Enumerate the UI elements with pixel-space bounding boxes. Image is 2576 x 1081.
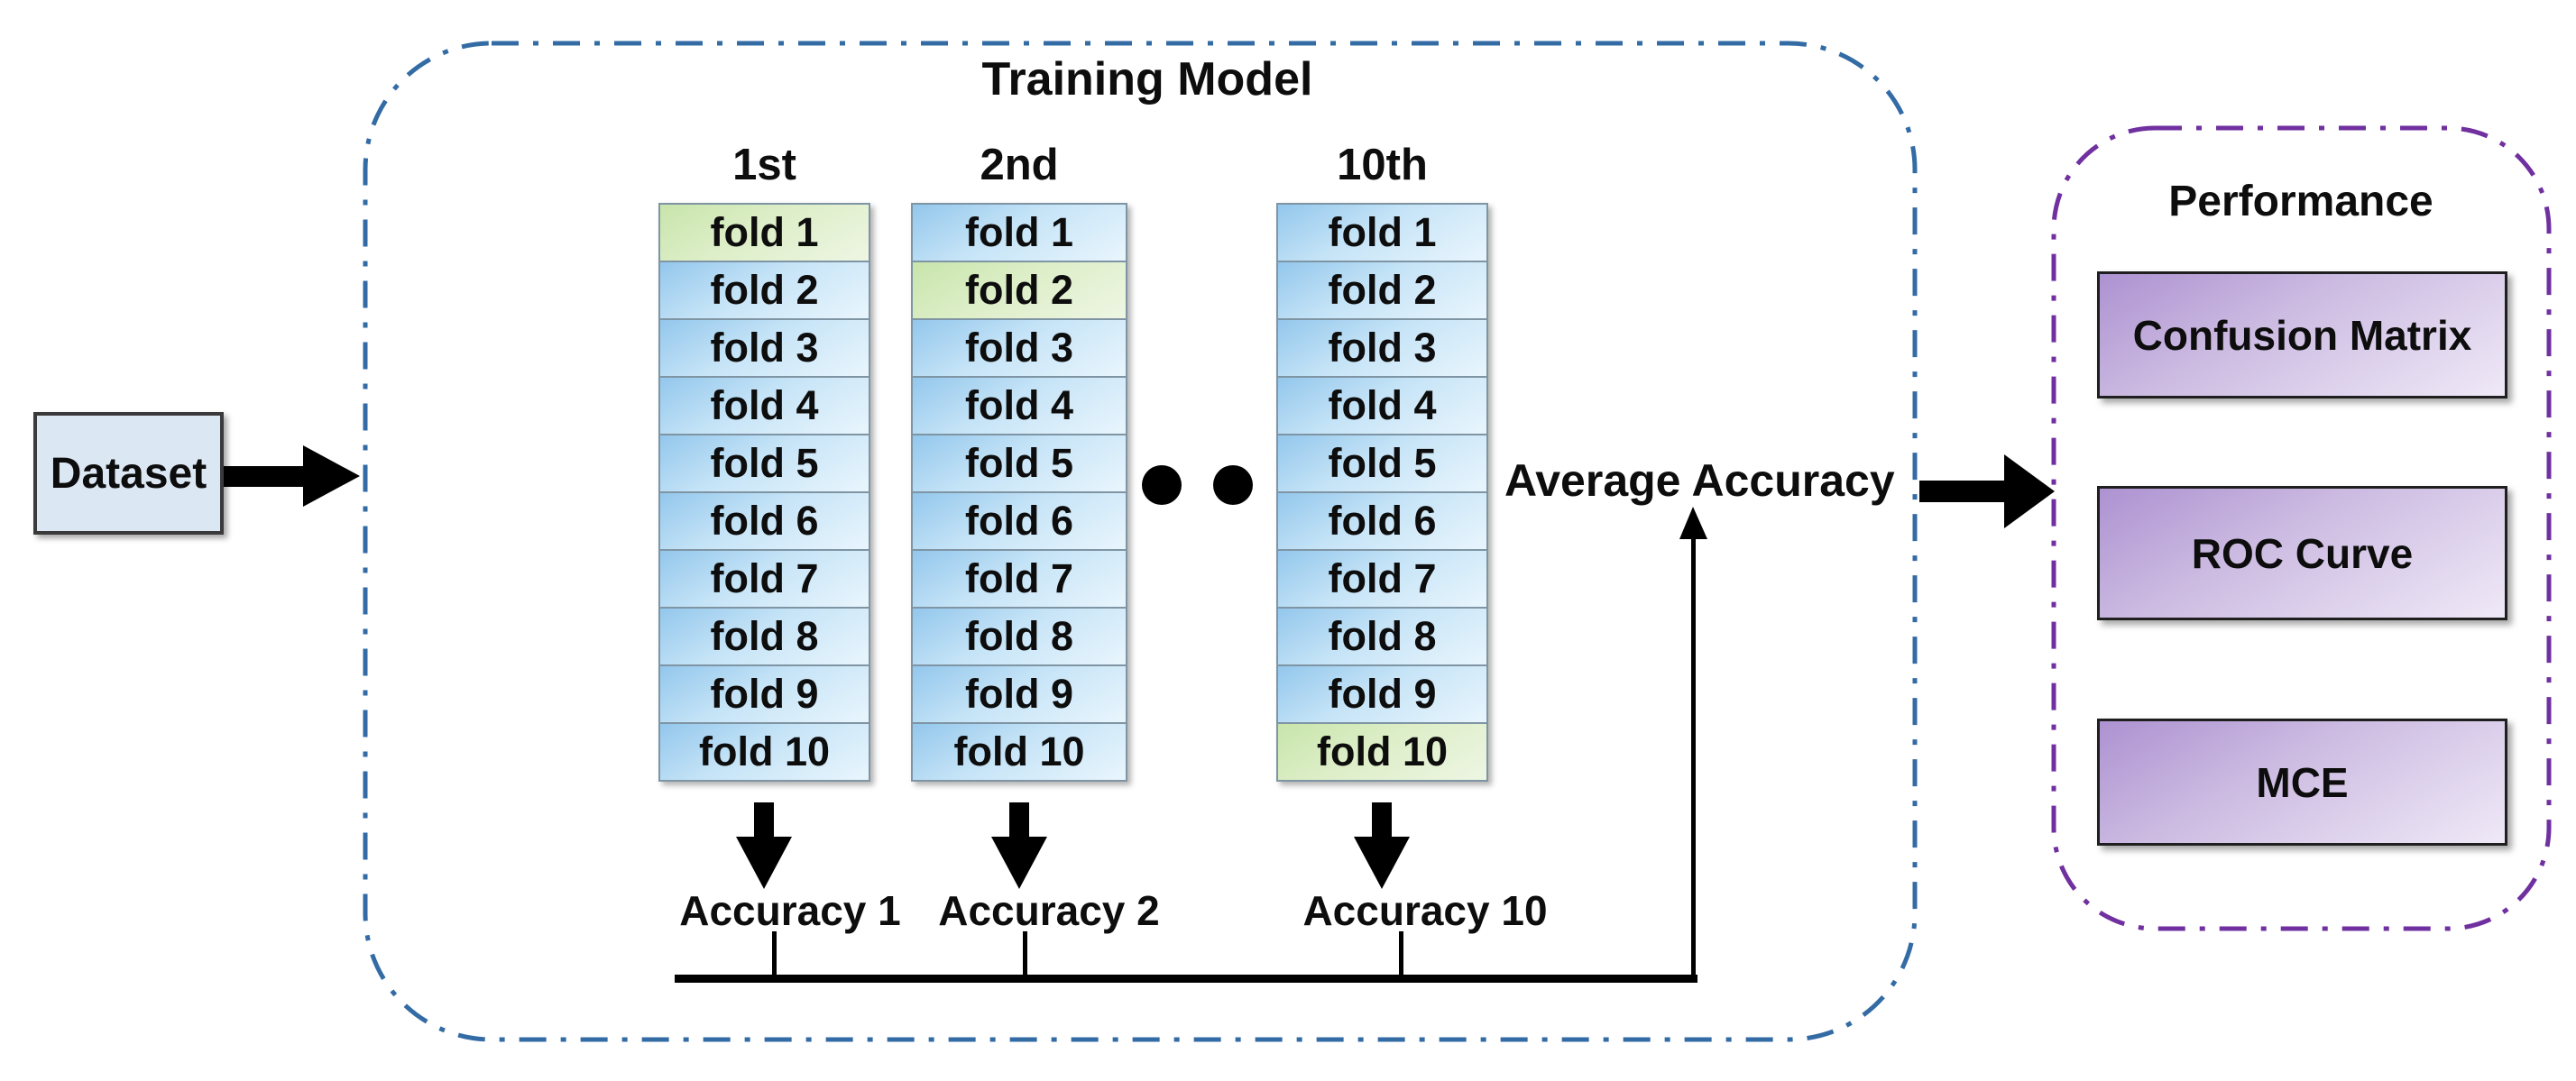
fold-cell: fold 9 [1276,664,1488,724]
confusion-matrix-box: Confusion Matrix [2097,271,2507,399]
column-header: 10th [1337,141,1428,189]
fold-cell: fold 3 [1276,318,1488,378]
fold-cell-test: fold 2 [911,261,1127,320]
fold-cell: fold 10 [658,722,870,782]
fold-cell: fold 7 [1276,549,1488,609]
fold-cell: fold 9 [658,664,870,724]
roc-curve-box: ROC Curve [2097,486,2507,620]
ellipsis-icon [1142,465,1274,505]
accuracy-label-1: Accuracy 1 [679,887,901,934]
dataset-box: Dataset [33,412,224,535]
average-accuracy-label: Average Accuracy [1504,455,1895,506]
column-header: 2nd [980,141,1059,189]
performance-title: Performance [2168,178,2433,225]
fold-cell-test: fold 1 [658,203,870,262]
fold-cell: fold 10 [911,722,1127,782]
fold-cell: fold 4 [1276,376,1488,435]
fold-cell: fold 4 [658,376,870,435]
fold-cell: fold 7 [911,549,1127,609]
down-arrow-icon [736,802,792,889]
fold-cell: fold 9 [911,664,1127,724]
fold-cell: fold 7 [658,549,870,609]
fold-cell: fold 5 [911,434,1127,493]
mce-box: MCE [2097,719,2507,846]
fold-cell: fold 8 [1276,607,1488,666]
training-model-title: Training Model [981,53,1313,105]
fold-cell: fold 3 [911,318,1127,378]
down-arrow-icon [1354,802,1410,889]
fold-cell: fold 6 [658,491,870,551]
fold-cell: fold 1 [911,203,1127,262]
dataset-label: Dataset [50,449,207,498]
fold-cell: fold 5 [1276,434,1488,493]
dot-icon [1213,465,1253,505]
column-header: 1st [732,141,796,189]
down-arrow-icon [991,802,1047,889]
fold-cell: fold 5 [658,434,870,493]
dataset-arrow-icon [224,445,360,507]
fold-cell: fold 6 [911,491,1127,551]
fold-cell: fold 2 [1276,261,1488,320]
accuracy-label-10: Accuracy 10 [1302,887,1548,934]
accuracy-label-2: Accuracy 2 [938,887,1160,934]
up-arrow-icon [1679,507,1707,539]
fold-cell: fold 8 [911,607,1127,666]
fold-cell: fold 4 [911,376,1127,435]
fold-cell: fold 2 [658,261,870,320]
fold-cell: fold 3 [658,318,870,378]
average-to-performance-arrow-icon [1919,454,2055,528]
fold-cell: fold 8 [658,607,870,666]
dot-icon [1142,465,1182,505]
fold-cell: fold 1 [1276,203,1488,262]
fold-cell: fold 6 [1276,491,1488,551]
fold-cell-test: fold 10 [1276,722,1488,782]
